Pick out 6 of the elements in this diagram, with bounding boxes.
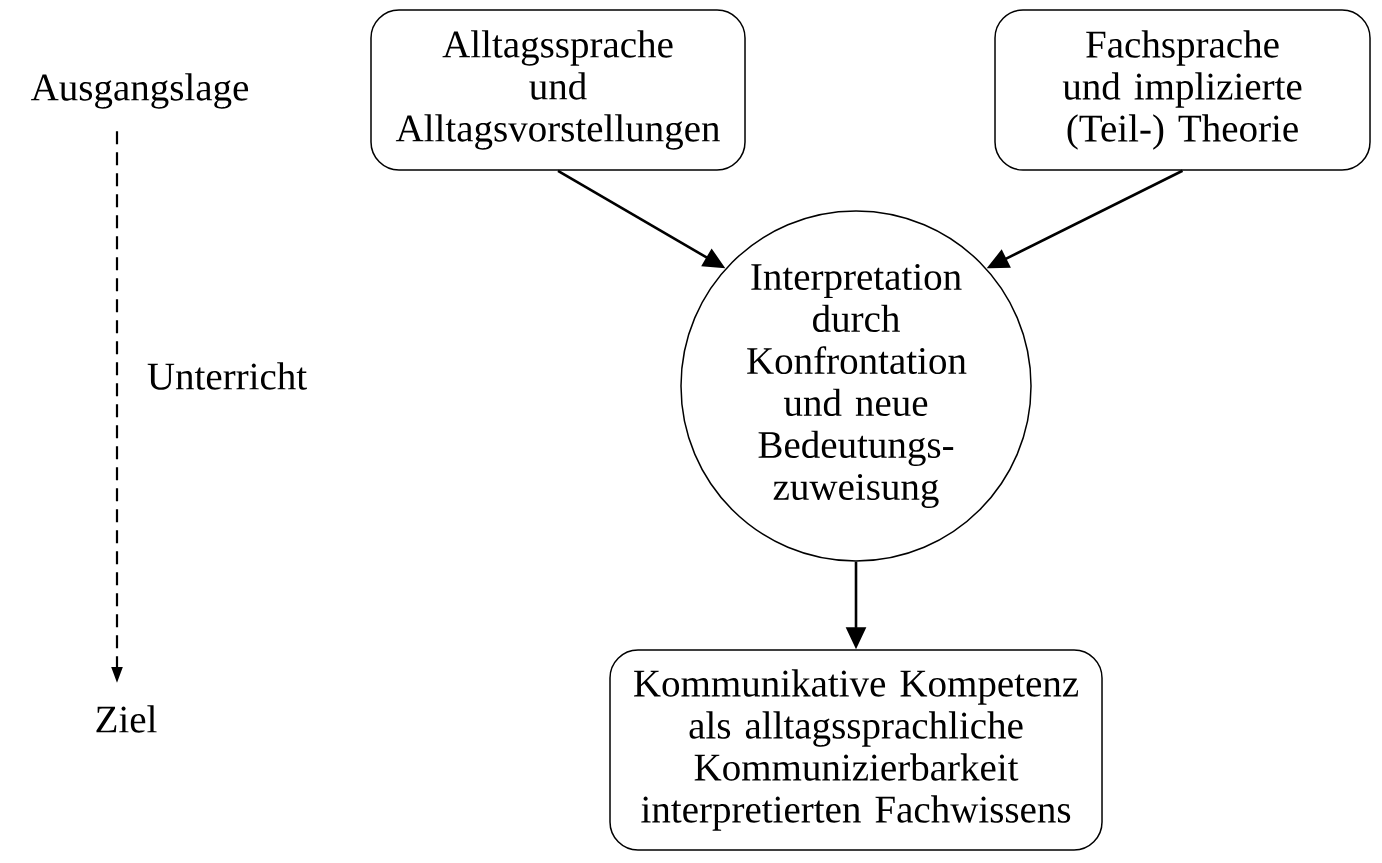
- rounded-box: Kommunikative Kompetenz als alltagssprachliche Kommunizierbarkeit interpretierten Fachwissens: [609, 649, 1103, 851]
- rounded-box: Alltagssprache und Alltagsvorstellungen: [370, 9, 746, 171]
- edge-label: Unterricht: [144, 360, 310, 392]
- rounded-box: Fachsprache und implizierte (Teil-) Theorie: [994, 9, 1371, 171]
- text-label: Ziel: [96, 705, 157, 733]
- text-label: Ausgangslage: [31, 73, 249, 109]
